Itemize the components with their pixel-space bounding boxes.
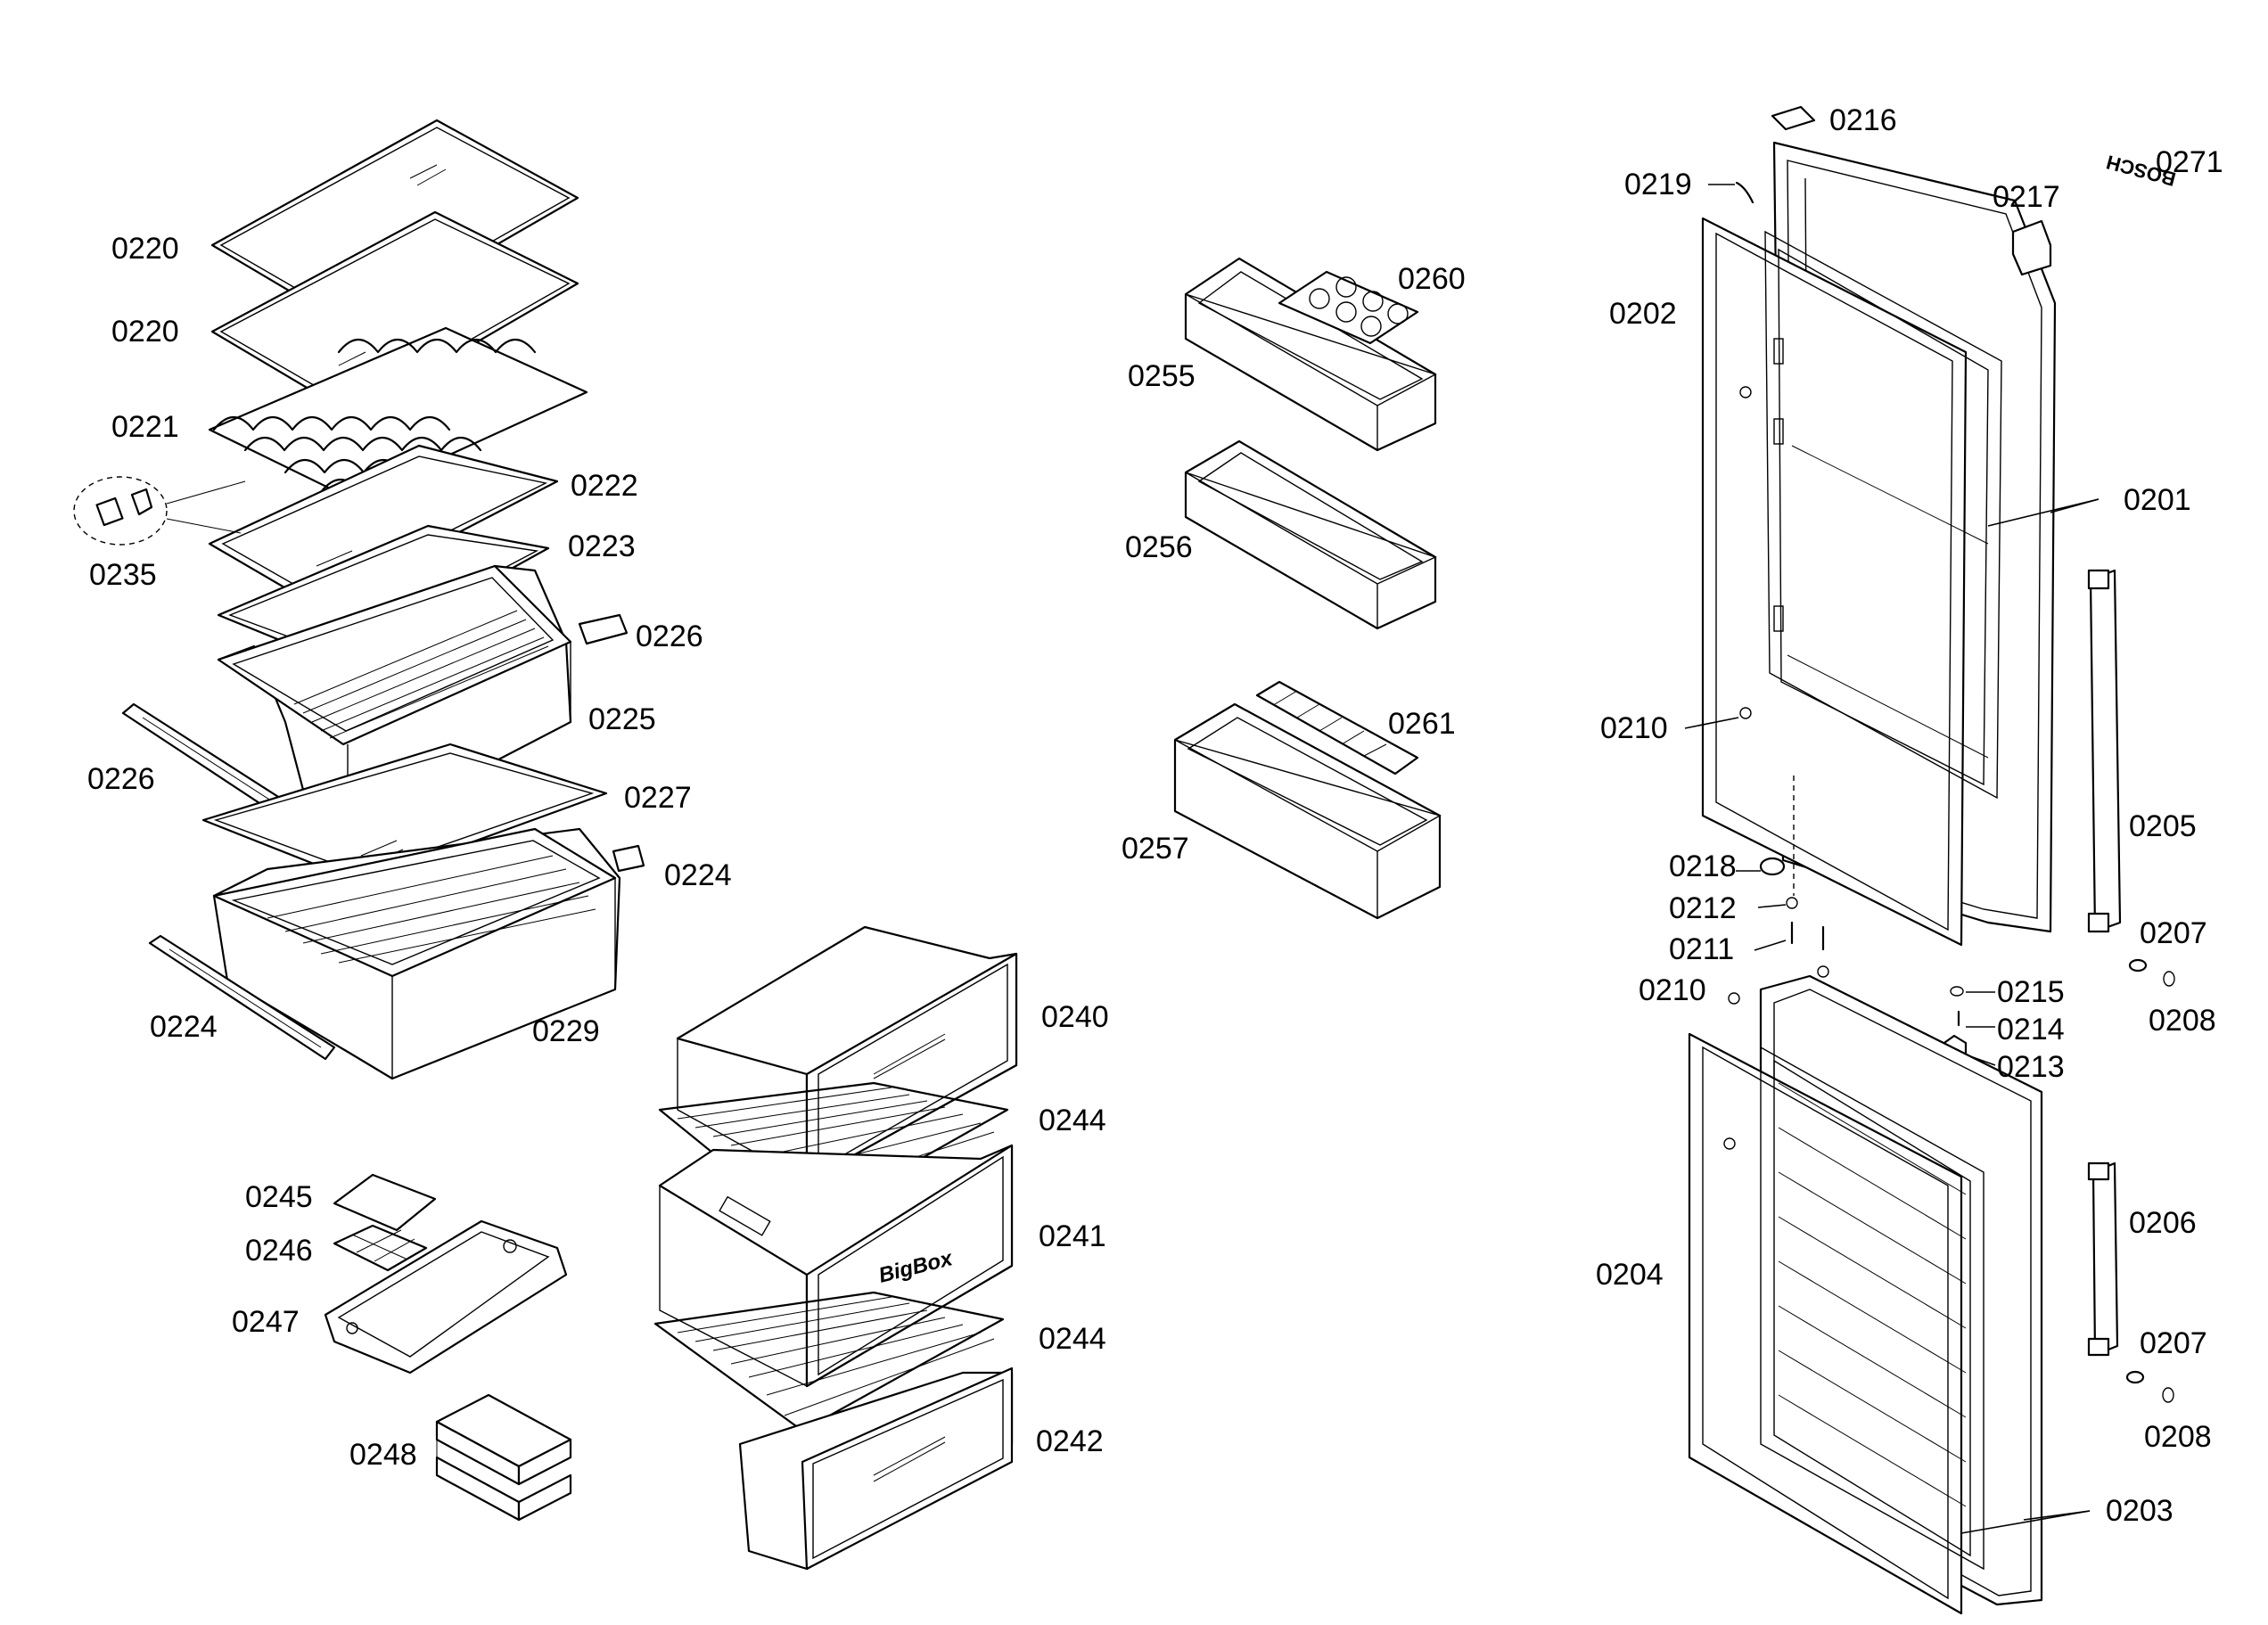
hinge-parts-0218-0212-0211 bbox=[1759, 776, 1829, 978]
label-0220-top: 0220 bbox=[111, 232, 179, 266]
glass-shelf-0220-second bbox=[210, 210, 579, 416]
label-0201: 0201 bbox=[2124, 483, 2191, 517]
label-0204: 0204 bbox=[1596, 1258, 1664, 1292]
ice-tray-lid-0245 bbox=[333, 1173, 437, 1232]
label-0221: 0221 bbox=[111, 410, 179, 444]
label-0223: 0223 bbox=[568, 529, 636, 563]
label-0235: 0235 bbox=[89, 558, 157, 592]
screws-0207-0208-upper bbox=[2128, 958, 2175, 987]
label-0225: 0225 bbox=[588, 702, 656, 736]
label-0205: 0205 bbox=[2129, 809, 2197, 843]
cover-0217 bbox=[2011, 219, 2052, 276]
label-0240: 0240 bbox=[1041, 1000, 1109, 1034]
label-0245: 0245 bbox=[245, 1180, 313, 1214]
label-0215: 0215 bbox=[1997, 975, 2065, 1009]
bottle-guard-0261 bbox=[1255, 680, 1419, 776]
door-bin-0255 bbox=[1184, 257, 1437, 452]
label-0207-upper: 0207 bbox=[2140, 916, 2207, 950]
freezer-drawer-0241-bigbox bbox=[658, 1144, 1014, 1388]
label-0244-upper: 0244 bbox=[1039, 1104, 1106, 1137]
label-0247: 0247 bbox=[232, 1305, 300, 1339]
label-0220-second: 0220 bbox=[111, 315, 179, 349]
freezer-drawer-0240 bbox=[676, 925, 1018, 1183]
label-0214: 0214 bbox=[1997, 1013, 2065, 1046]
label-0257: 0257 bbox=[1122, 832, 1189, 866]
label-0213: 0213 bbox=[1997, 1050, 2065, 1084]
label-0219: 0219 bbox=[1624, 168, 1692, 201]
label-0248: 0248 bbox=[349, 1438, 417, 1472]
label-0203: 0203 bbox=[2106, 1494, 2174, 1528]
label-0256: 0256 bbox=[1125, 530, 1193, 564]
label-0211: 0211 bbox=[1669, 932, 1735, 966]
label-0260: 0260 bbox=[1398, 262, 1466, 296]
label-0227: 0227 bbox=[624, 781, 692, 815]
label-0222: 0222 bbox=[571, 469, 638, 503]
door-bin-0256 bbox=[1184, 439, 1437, 630]
label-0226-left: 0226 bbox=[87, 762, 155, 796]
screws-0207-0208-lower bbox=[2125, 1370, 2174, 1403]
label-0246: 0246 bbox=[245, 1234, 313, 1268]
label-0206: 0206 bbox=[2129, 1206, 2197, 1240]
label-0218: 0218 bbox=[1669, 849, 1737, 883]
label-0229: 0229 bbox=[532, 1014, 600, 1048]
label-0242: 0242 bbox=[1036, 1424, 1104, 1458]
label-0210-upper: 0210 bbox=[1600, 711, 1668, 745]
label-0216: 0216 bbox=[1829, 103, 1897, 137]
label-0241: 0241 bbox=[1039, 1219, 1106, 1253]
crisper-drawer-0225 bbox=[217, 564, 629, 840]
label-0261: 0261 bbox=[1388, 707, 1456, 741]
slide-rail-0224-left bbox=[148, 934, 336, 1061]
label-0224-left: 0224 bbox=[150, 1010, 218, 1044]
label-0210-lower: 0210 bbox=[1639, 973, 1706, 1007]
label-0217: 0217 bbox=[1993, 180, 2060, 214]
serving-tray-0247 bbox=[324, 1219, 568, 1375]
leader-lines bbox=[1684, 184, 2100, 1534]
label-0224-right: 0224 bbox=[664, 858, 732, 892]
label-0244-lower: 0244 bbox=[1039, 1322, 1106, 1356]
ice-cube-tray-0246 bbox=[333, 1224, 428, 1272]
handle-0205 bbox=[2087, 569, 2122, 933]
label-0207-lower: 0207 bbox=[2140, 1326, 2207, 1360]
hinge-cover-0216 bbox=[1771, 105, 1816, 131]
label-0226-right: 0226 bbox=[636, 620, 703, 653]
wire-grid-0244-lower bbox=[653, 1291, 1005, 1432]
handle-0206 bbox=[2087, 1161, 2119, 1357]
door-gasket-0202 bbox=[1701, 217, 2002, 947]
glass-cover-0227 bbox=[201, 743, 608, 884]
egg-tray-0260 bbox=[1278, 270, 1419, 345]
label-0202: 0202 bbox=[1609, 297, 1677, 331]
shelf-clip-0235 bbox=[73, 476, 246, 546]
door-bin-0257 bbox=[1173, 702, 1442, 920]
ice-packs-0248 bbox=[435, 1393, 572, 1522]
hinge-pin-0219 bbox=[1735, 181, 1754, 204]
label-0212: 0212 bbox=[1669, 891, 1737, 925]
freezer-drawer-0242 bbox=[738, 1366, 1014, 1571]
crisper-drawer-0229 bbox=[212, 827, 645, 1080]
label-0271: 0271 bbox=[2156, 145, 2223, 179]
freezer-gasket-0204 bbox=[1688, 1032, 1984, 1615]
label-0208-upper: 0208 bbox=[2149, 1004, 2216, 1038]
label-0208-lower: 0208 bbox=[2144, 1420, 2212, 1454]
label-0255: 0255 bbox=[1128, 359, 1196, 393]
bottle-rack-0221 bbox=[208, 326, 588, 501]
